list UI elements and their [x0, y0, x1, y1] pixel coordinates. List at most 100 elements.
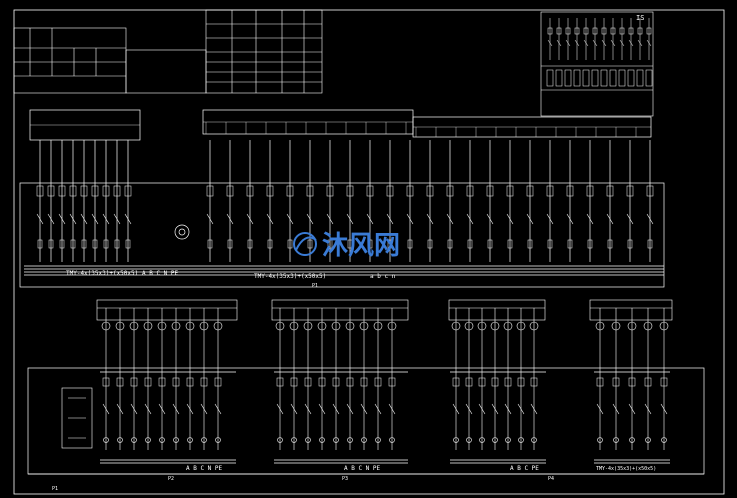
lower-breaker [290, 377, 298, 387]
legend-switch [619, 39, 625, 47]
legend-block [540, 11, 654, 117]
switch-contact [386, 213, 394, 225]
lower-ct [145, 437, 151, 443]
breaker [113, 185, 121, 197]
lower-panel-label-p3: P3 [342, 476, 348, 482]
lower-breaker [628, 377, 636, 387]
upper-panel [19, 109, 665, 288]
switch-contact [486, 213, 494, 225]
breaker [346, 185, 354, 197]
lower-switch [102, 403, 110, 415]
switch-contact [406, 213, 414, 225]
lower-ct [361, 437, 367, 443]
lower-terminal [303, 321, 313, 331]
breaker [606, 185, 614, 197]
lower-ct [173, 437, 179, 443]
legend-cell [555, 69, 563, 87]
lower-switch [660, 403, 668, 415]
lower-ct [505, 437, 511, 443]
lower-ct [453, 437, 459, 443]
lower-ct [518, 437, 524, 443]
current-transformer [103, 239, 109, 249]
legend-cell [618, 69, 626, 87]
switch-contact [446, 213, 454, 225]
current-transformer [547, 239, 553, 249]
lower-terminal [143, 321, 153, 331]
lower-terminal [490, 321, 500, 331]
lower-switch [332, 403, 340, 415]
lower-terminal [503, 321, 513, 331]
lower-ct [187, 437, 193, 443]
lower-breaker [517, 377, 525, 387]
current-transformer [114, 239, 120, 249]
switch-contact [426, 213, 434, 225]
lower-ct [215, 437, 221, 443]
lower-switch [478, 403, 486, 415]
lower-switch [130, 403, 138, 415]
switch-contact [47, 213, 55, 225]
current-transformer [227, 239, 233, 249]
lower-breaker [360, 377, 368, 387]
legend-switch [637, 39, 643, 47]
breaker [426, 185, 434, 197]
legend-cell [600, 69, 608, 87]
lower-panel-headers [96, 299, 673, 321]
breaker [526, 185, 534, 197]
lower-breaker [200, 377, 208, 387]
switch-contact [226, 213, 234, 225]
lower-terminal [129, 321, 139, 331]
switch-contact [266, 213, 274, 225]
lower-switch [346, 403, 354, 415]
switch-contact [91, 213, 99, 225]
lower-switch [144, 403, 152, 415]
upper-bus-phases-right: a b c n [370, 273, 396, 280]
lower-switch [374, 403, 382, 415]
lower-breaker [644, 377, 652, 387]
legend-breaker [556, 27, 562, 35]
legend-breaker [637, 27, 643, 35]
lower-terminal [101, 321, 111, 331]
lower-breaker [144, 377, 152, 387]
lower-breaker [158, 377, 166, 387]
switch-contact [366, 213, 374, 225]
lower-switch [200, 403, 208, 415]
switch-contact [346, 213, 354, 225]
lower-switch [452, 403, 460, 415]
current-transformer [81, 239, 87, 249]
legend-cell [564, 69, 572, 87]
lower-breaker [276, 377, 284, 387]
upper-bus-phases-left: A B C N PE [142, 270, 179, 277]
lower-terminal [345, 321, 355, 331]
breaker [91, 185, 99, 197]
lower-terminal [199, 321, 209, 331]
lower-ct [629, 437, 635, 443]
switch-contact [526, 213, 534, 225]
lower-breaker [374, 377, 382, 387]
breaker [406, 185, 414, 197]
lower-breaker [214, 377, 222, 387]
switch-contact [546, 213, 554, 225]
current-transformer [125, 239, 131, 249]
lower-ct [347, 437, 353, 443]
lower-bus-label-p4: TMY-4x(35x3)+(x50x5) [596, 466, 656, 472]
lower-terminal [115, 321, 125, 331]
breaker [246, 185, 254, 197]
legend-breaker [592, 27, 598, 35]
lower-terminal [317, 321, 327, 331]
legend-cell [546, 69, 554, 87]
breaker [206, 185, 214, 197]
legend-switch [583, 39, 589, 47]
switch-contact [80, 213, 88, 225]
current-transformer [48, 239, 54, 249]
switch-contact [58, 213, 66, 225]
watermark-logo: 沐风网 [293, 231, 400, 261]
lower-terminal [529, 321, 539, 331]
lower-feeder-circuits [100, 308, 670, 464]
current-transformer [327, 239, 333, 249]
breaker [646, 185, 654, 197]
lower-panel-label-p4: P4 [548, 476, 554, 482]
switch-contact [102, 213, 110, 225]
lower-terminal [275, 321, 285, 331]
lower-terminal [611, 321, 621, 331]
